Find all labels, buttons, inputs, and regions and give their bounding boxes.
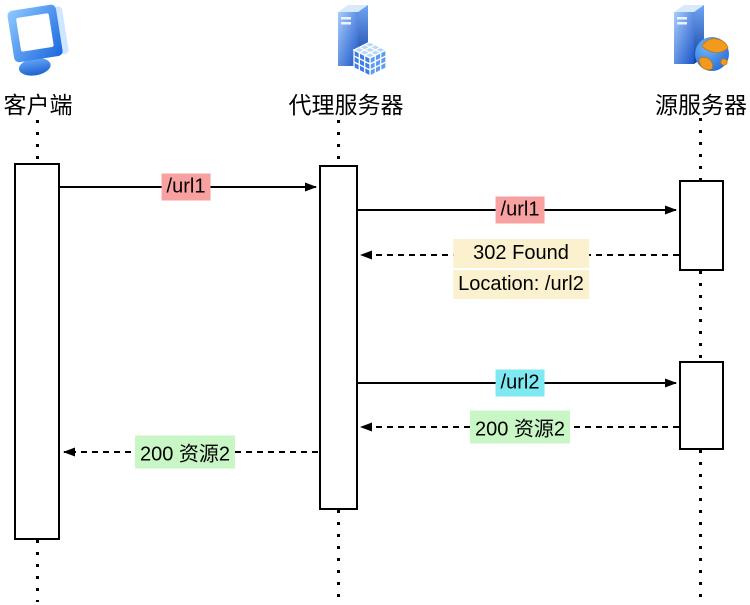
origin-lifeline-bottom <box>699 450 702 602</box>
client-activation <box>14 163 60 540</box>
message-label-200-origin: 200 资源2 <box>469 410 571 444</box>
actor-label-origin: 源服务器 <box>655 92 747 118</box>
message-label-url1-client: /url1 <box>161 173 211 201</box>
actor-label-client: 客户端 <box>3 92 73 118</box>
message-label-302-redirect: 302 Found Location: /url2 <box>453 239 589 301</box>
proxy-server-cube-icon <box>338 5 388 78</box>
message-label-url1-proxy: /url1 <box>495 196 545 224</box>
proxy-lifeline-bottom <box>337 510 340 602</box>
proxy-activation <box>319 165 358 510</box>
message-label-url2: /url2 <box>495 369 545 397</box>
message-label-302-line2: Location: /url2 <box>453 270 589 299</box>
origin-lifeline-top <box>699 118 702 180</box>
client-monitor-icon <box>7 4 69 76</box>
origin-activation-1 <box>679 180 724 271</box>
client-lifeline-bottom <box>36 540 39 602</box>
message-label-302-line1: 302 Found <box>453 239 589 268</box>
proxy-lifeline-top <box>337 120 340 165</box>
actor-label-proxy: 代理服务器 <box>288 92 404 118</box>
origin-server-globe-icon <box>674 5 729 71</box>
message-label-200-client: 200 资源2 <box>134 435 236 469</box>
origin-activation-2 <box>679 361 724 450</box>
client-lifeline-top <box>36 120 39 163</box>
origin-lifeline-middle <box>699 271 702 361</box>
